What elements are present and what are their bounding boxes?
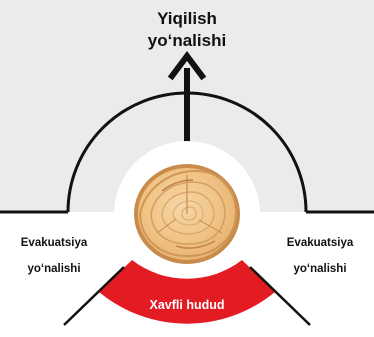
danger-boundary-right (249, 266, 311, 326)
fall-direction-title-line-1: Yiqilish (157, 9, 217, 28)
evacuation-left-line-1: Evakuatsiya (21, 237, 88, 249)
evacuation-right-line-2: yo‘nalishi (293, 263, 346, 275)
tree-trunk-cross-section (134, 164, 240, 264)
danger-zone-label: Xavfli hudud (150, 298, 225, 312)
fall-direction-arrowhead (167, 51, 207, 81)
danger-zone (99, 260, 275, 324)
fall-direction-title-line-2: yo‘nalishi (148, 31, 226, 50)
danger-boundary-left (63, 266, 125, 326)
evacuation-left-line-2: yo‘nalishi (27, 263, 80, 275)
evacuation-right-line-1: Evakuatsiya (287, 237, 354, 249)
